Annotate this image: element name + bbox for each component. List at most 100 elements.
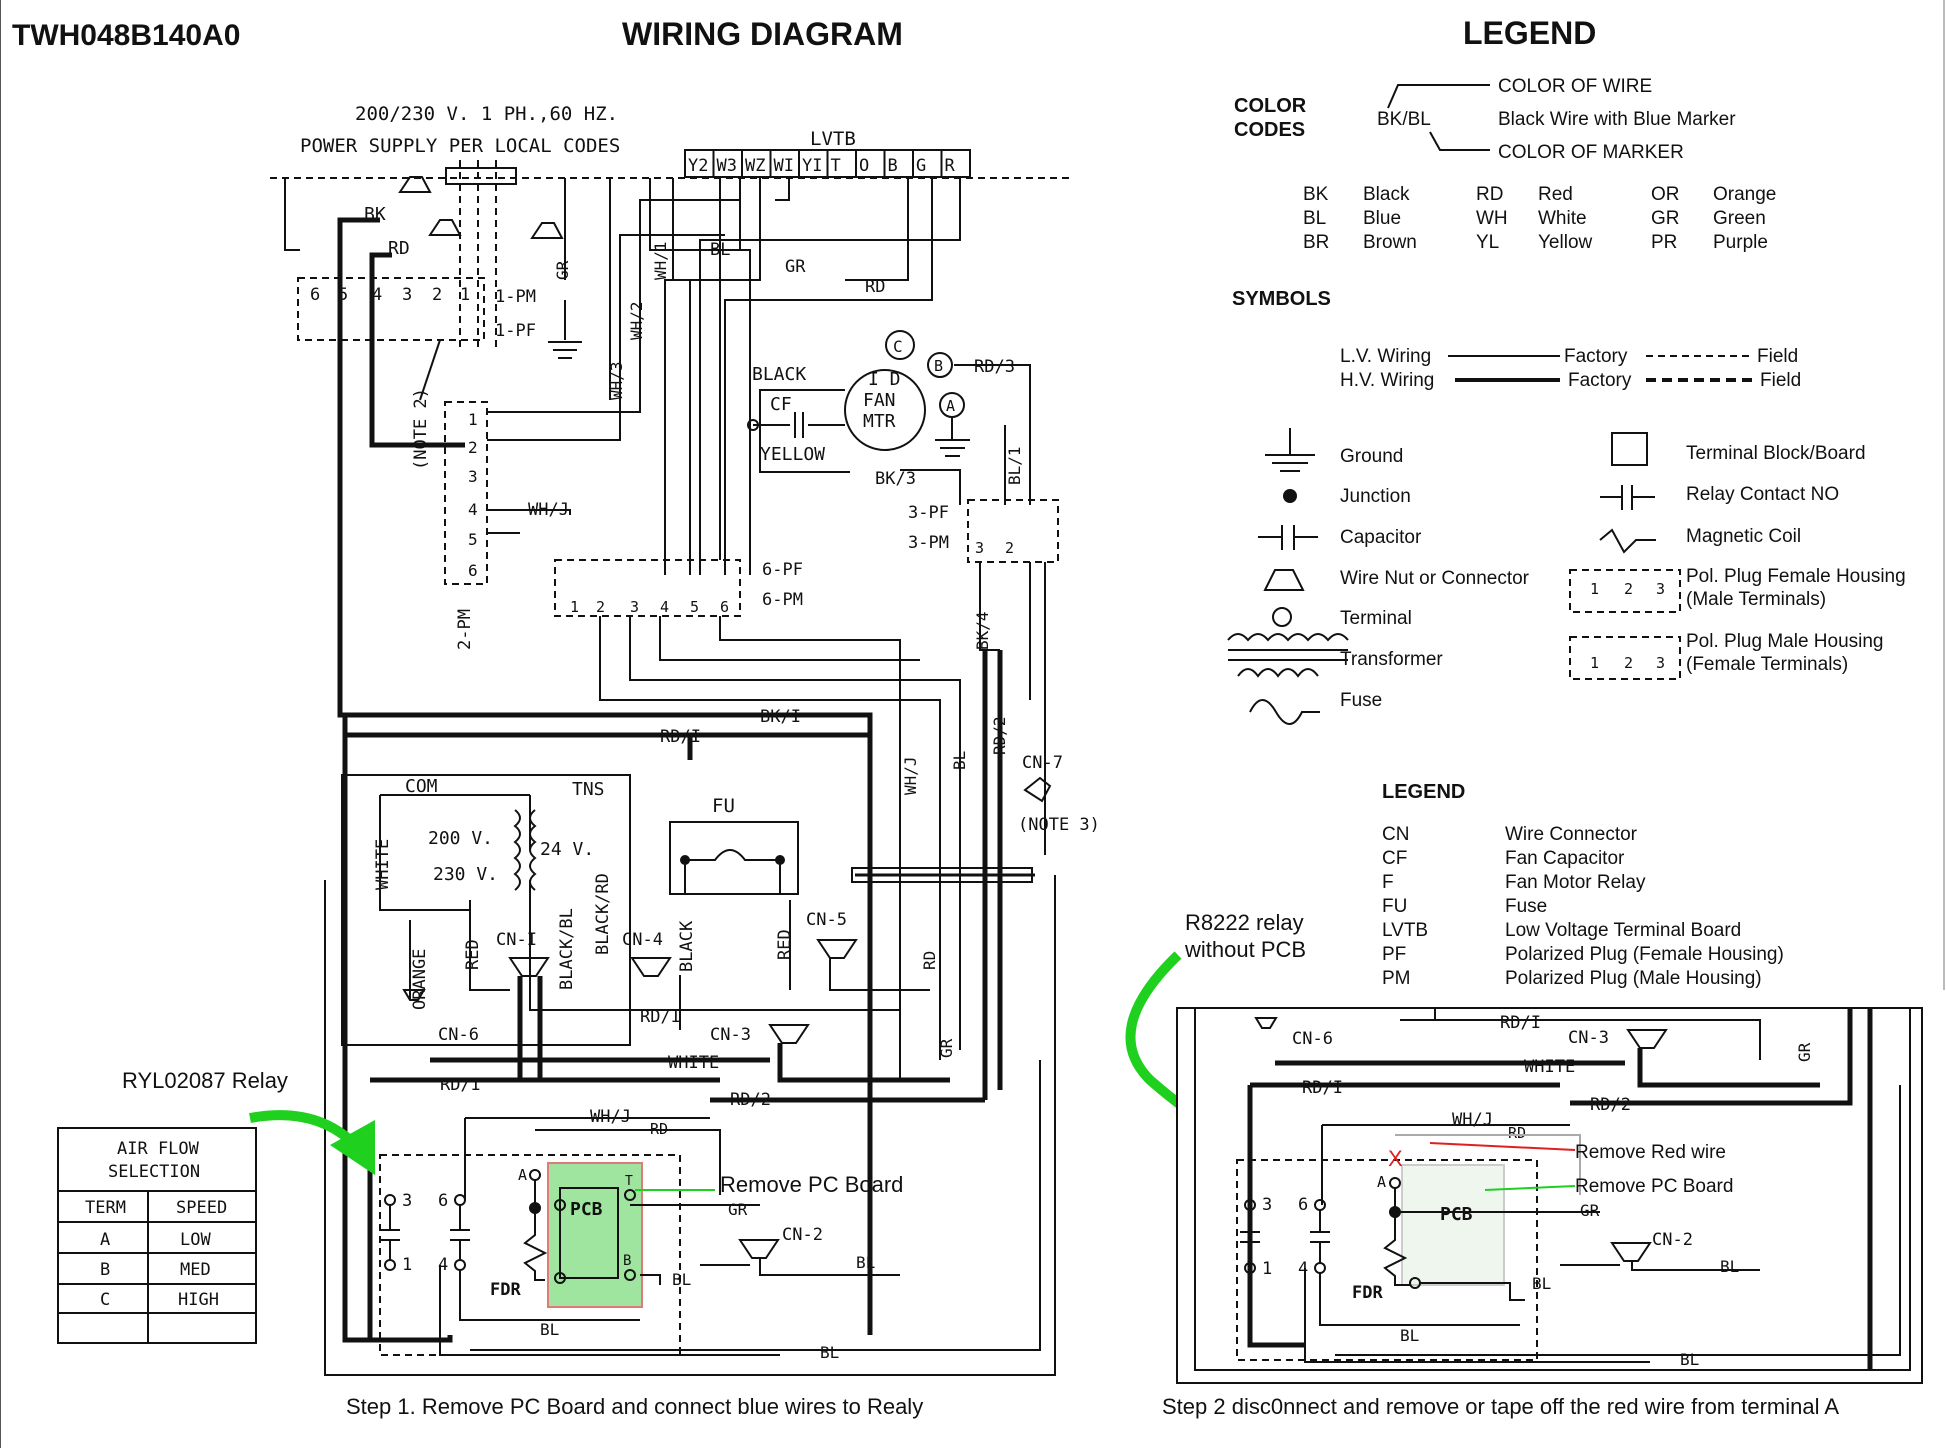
label-red2: RED: [775, 929, 795, 960]
airflow-row-b-term: B: [100, 1260, 110, 1280]
model-number: TWH048B140A0: [12, 19, 240, 52]
inset-label-bl: BL: [1720, 1257, 1739, 1276]
lvtb-terminal-label: YI: [802, 156, 822, 176]
label-red: RED: [463, 939, 483, 970]
inset-relay-box: [1236, 1159, 1538, 1361]
plug-2pm-numbers: 123 456: [468, 410, 478, 580]
note2-arrow: [419, 339, 441, 401]
svg-text:3: 3: [402, 285, 412, 305]
junction-icon: [1283, 489, 1297, 503]
fan-label-2: FAN: [863, 390, 896, 411]
label-orange: ORANGE: [410, 949, 430, 1010]
lvtb-terminal-label: Y2: [688, 156, 708, 176]
svg-text:5: 5: [338, 285, 348, 305]
fan-terminal-b: [927, 352, 953, 378]
relay-contacts: [380, 1194, 470, 1271]
svg-text:PF: PF: [1382, 944, 1406, 965]
svg-text:3: 3: [630, 598, 639, 616]
svg-text:4: 4: [372, 285, 382, 305]
label-cn1: CN-I: [496, 930, 537, 950]
svg-text:5: 5: [468, 530, 478, 549]
lv-factory: Factory: [1564, 346, 1628, 367]
svg-text:F: F: [1382, 872, 1394, 893]
label-cn2: CN-2: [782, 1225, 823, 1245]
svg-text:2: 2: [1624, 580, 1633, 598]
relay-t3: 3: [402, 1191, 412, 1211]
svg-text:Brown: Brown: [1363, 232, 1417, 253]
label-wh1: WH/1: [651, 241, 670, 280]
inset-label-rdi2: RD/I: [1302, 1078, 1343, 1098]
pol-female-line2: (Male Terminals): [1686, 589, 1826, 610]
svg-text:Blue: Blue: [1363, 208, 1401, 229]
fan-label-1: I D: [868, 369, 901, 390]
svg-text:1: 1: [460, 285, 470, 305]
svg-text:1: 1: [468, 410, 478, 429]
fan-motor-leads: [900, 364, 1031, 505]
label-note3: (NOTE 3): [1018, 815, 1100, 835]
svg-text:OR: OR: [1651, 184, 1680, 205]
svg-text:BR: BR: [1303, 232, 1329, 253]
inset-label-cn2: CN-2: [1652, 1230, 1693, 1250]
relay-bl-wires: [439, 1265, 780, 1356]
airflow-header-term: TERM: [85, 1198, 126, 1218]
fan-c-label: C: [893, 337, 903, 356]
svg-text:BL: BL: [1303, 208, 1326, 229]
label-200v: 200 V.: [428, 828, 493, 849]
wire-nut-icon: [1263, 569, 1305, 591]
bl-long-wire: [470, 1060, 1041, 1351]
svg-text:5: 5: [690, 598, 699, 616]
label-cn3: CN-3: [710, 1025, 751, 1045]
cf-terminal: [747, 419, 759, 431]
fdr-coil: [523, 1180, 548, 1281]
pol-plug-male-icon: [1569, 636, 1681, 680]
symbol-terminal-block: Terminal Block/Board: [1686, 443, 1866, 464]
svg-text:FU: FU: [1382, 896, 1407, 917]
label-rd3: RD/3: [974, 357, 1015, 377]
label-bl4: BL: [856, 1253, 875, 1272]
label-bk4: BK/4: [973, 611, 992, 650]
svg-text:6: 6: [720, 598, 729, 616]
inset-t6: 6: [1298, 1195, 1308, 1215]
diagram-title: WIRING DIAGRAM: [622, 16, 903, 52]
label-3pf: 3-PF: [908, 503, 949, 523]
control-box: [341, 774, 631, 1046]
color-of-marker: COLOR OF MARKER: [1498, 142, 1684, 163]
inset-label-gr2: GR: [1580, 1201, 1600, 1220]
inset-red-wire-faded: [1395, 1134, 1581, 1195]
label-1pm: 1-PM: [495, 287, 536, 307]
svg-text:3: 3: [1656, 654, 1665, 672]
svg-text:4: 4: [660, 598, 669, 616]
label-blackbl: BLACK/BL: [557, 908, 577, 990]
label-bl3: BL: [672, 1270, 691, 1289]
label-cn7: CN-7: [1022, 753, 1063, 773]
svg-text:Black: Black: [1363, 184, 1410, 205]
inset-pcb-bypass-wire: [1420, 1282, 1525, 1301]
r8222-label-1: R8222 relay: [1185, 910, 1304, 935]
symbol-relay-contact: Relay Contact NO: [1686, 484, 1839, 505]
inset-fdr-coil: [1383, 1188, 1600, 1286]
hv-black-wire: [342, 715, 453, 1343]
svg-text:White: White: [1538, 208, 1587, 229]
inset-t1: 1: [1262, 1259, 1272, 1279]
svg-text:1: 1: [570, 598, 579, 616]
terminal-block-icon: [1611, 432, 1648, 466]
lvtb-terminal-label: WZ: [745, 156, 765, 176]
pol-plug-female-icon: [1569, 569, 1681, 613]
power-codes: POWER SUPPLY PER LOCAL CODES: [300, 135, 620, 157]
svg-text:3: 3: [468, 467, 478, 486]
svg-text:3: 3: [975, 539, 984, 557]
pcb-outline: [559, 1187, 619, 1279]
label-2pm: 2-PM: [455, 609, 475, 650]
airflow-row-a-speed: LOW: [180, 1230, 211, 1250]
lv-wires-lvtb: [609, 178, 961, 575]
plug-3pm-leads: [979, 562, 1046, 855]
svg-text:2: 2: [1624, 654, 1633, 672]
airflow-header-speed: SPEED: [176, 1198, 227, 1218]
inset-field-box: [1194, 1008, 1911, 1371]
inset-label-rdi: RD/I: [1500, 1013, 1541, 1033]
svg-text:Fan Motor Relay: Fan Motor Relay: [1505, 872, 1646, 893]
